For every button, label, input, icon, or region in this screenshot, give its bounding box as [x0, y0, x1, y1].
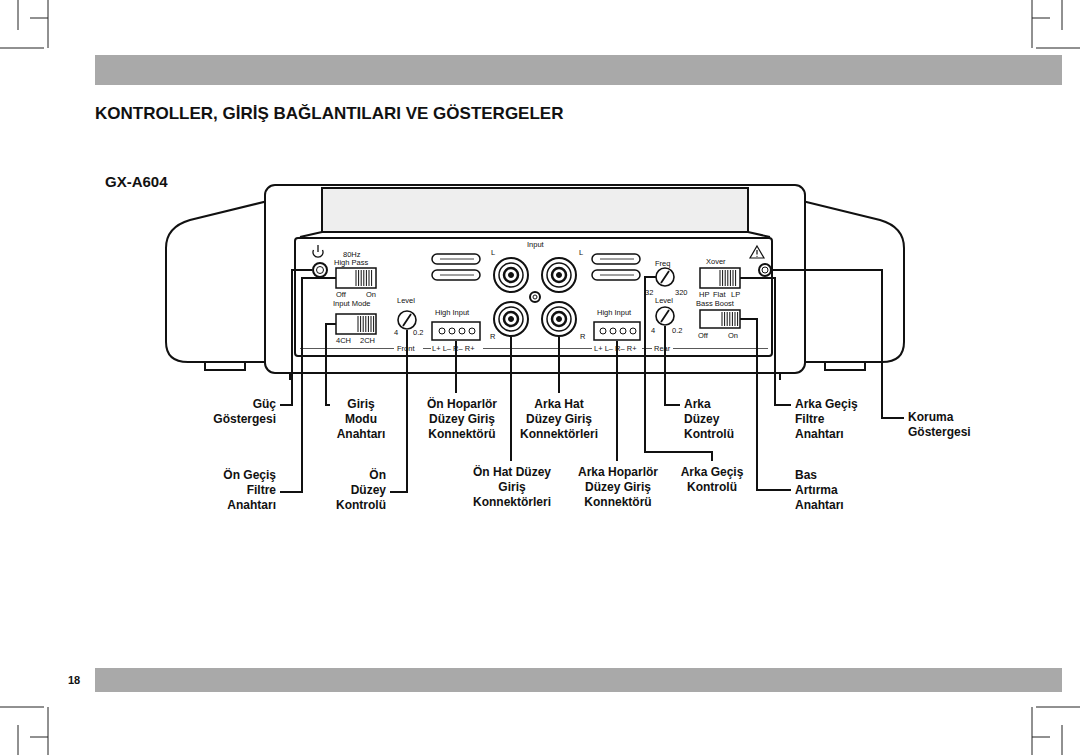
page-title: KONTROLLER, GİRİŞ BAĞLANTILARI VE GÖSTER…	[95, 103, 563, 124]
panel-details	[300, 245, 771, 349]
panel-marking: High Pass	[334, 259, 368, 267]
panel-marking: High Input	[597, 309, 631, 317]
panel-marking: 4	[394, 329, 398, 337]
amplifier-body	[166, 185, 904, 380]
panel-marking: R	[490, 333, 495, 341]
footer-bar	[95, 668, 1062, 692]
callout-label: Güç Göstergesi	[206, 397, 276, 427]
panel-marking: L+ L– R– R+	[432, 345, 475, 353]
panel-marking: 320	[675, 289, 688, 297]
panel-marking: 0.2	[413, 329, 423, 337]
panel-marking: 4CH	[336, 337, 351, 345]
callout-label: Koruma Göstergesi	[908, 410, 978, 440]
panel-marking: Bass Boost	[696, 300, 734, 308]
callout-label: Arka Düzey Kontrolü	[684, 397, 740, 442]
callout-label: Bas Artırma Anahtarı	[795, 468, 851, 513]
panel-marking: On	[366, 291, 376, 299]
panel-marking: Level	[397, 297, 415, 305]
panel-marking: Freq	[655, 260, 670, 268]
panel-marking: Input Mode	[333, 300, 371, 308]
panel-marking: On	[728, 332, 738, 340]
panel-marking: Off	[336, 291, 346, 299]
callout-label: Arka Hat Düzey Giriş Konnektörleri	[518, 397, 600, 442]
leader-lines	[280, 270, 904, 492]
callout-label: Arka Geçiş Kontrolü	[676, 465, 748, 495]
panel-marking: HP	[699, 291, 709, 299]
callout-label: Arka Hoparlör Düzey Giriş Konnektörü	[570, 465, 666, 510]
panel-marking: Xover	[706, 258, 726, 266]
callout-label: Ön Düzey Kontrolü	[333, 468, 386, 513]
panel-marking: Level	[655, 297, 673, 305]
header-bar	[95, 55, 1062, 85]
panel-marking: High Input	[435, 309, 469, 317]
panel-marking: 80Hz	[343, 251, 361, 259]
panel-marking: 0.2	[672, 327, 682, 335]
panel-marking: L	[491, 249, 495, 257]
panel-marking: Flat	[713, 291, 726, 299]
panel-marking: R	[580, 333, 585, 341]
model-name: GX-A604	[105, 173, 168, 192]
page-number: 18	[68, 674, 80, 688]
panel-marking: 32	[645, 289, 653, 297]
panel-marking: L+ L– R– R+	[594, 345, 637, 353]
panel-marking: 2CH	[360, 337, 375, 345]
callout-label: Arka Geçiş Filtre Anahtarı	[795, 397, 867, 442]
callout-label: Ön Geçiş Filtre Anahtarı	[220, 468, 276, 513]
callout-label: Ön Hoparlör Düzey Giriş Konnektörü	[422, 397, 502, 442]
panel-marking: 4	[651, 327, 655, 335]
panel-marking: L	[579, 249, 583, 257]
callout-label: Giriş Modu Anahtarı	[333, 397, 389, 442]
panel-marking: LP	[731, 291, 740, 299]
panel-marking: Front	[397, 345, 415, 353]
panel-marking: Rear	[654, 345, 670, 353]
panel-marking: Off	[698, 332, 708, 340]
panel-marking: Input	[527, 241, 544, 249]
callout-label: Ön Hat Düzey Giriş Konnektörleri	[469, 465, 555, 510]
